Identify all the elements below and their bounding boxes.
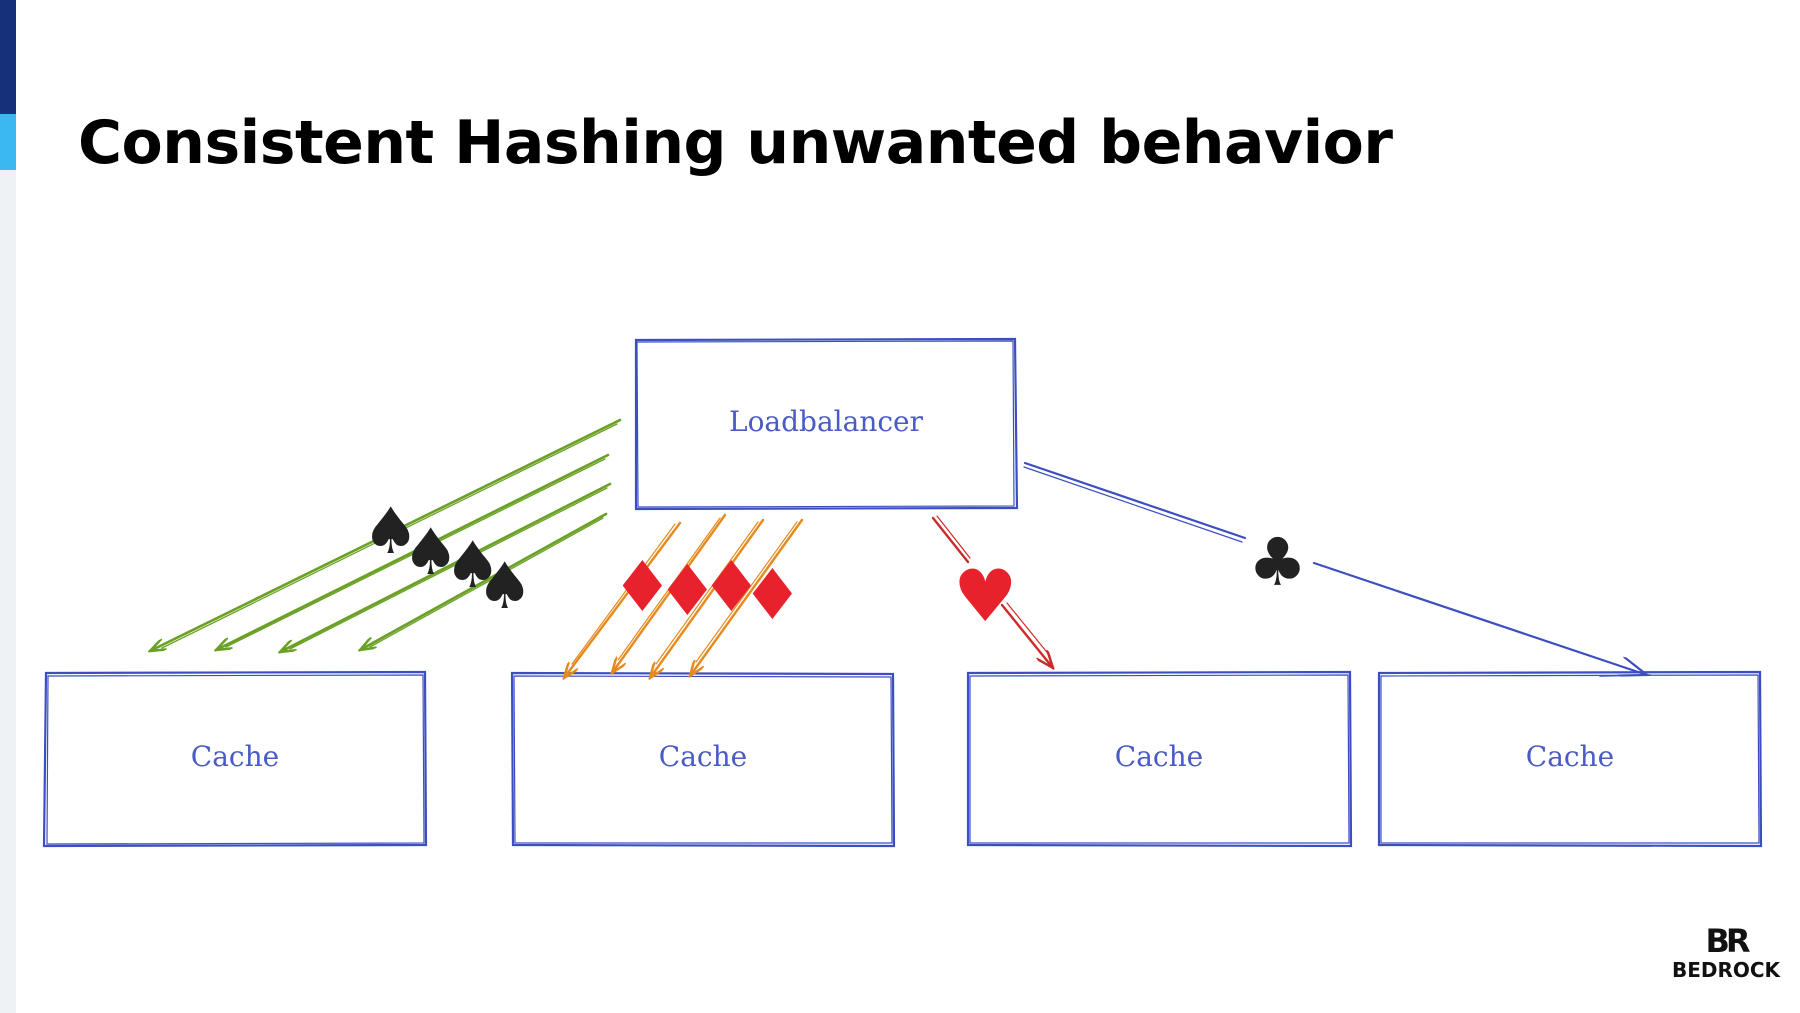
- diamond-icon: ♦: [741, 554, 804, 636]
- club-arrow: [1023, 461, 1651, 677]
- cache-box-3: [966, 670, 1353, 848]
- heart-icon: ♥: [953, 554, 1018, 638]
- club-icon: ♣: [1248, 524, 1307, 601]
- cache-label: Cache: [1114, 740, 1204, 773]
- spade-icon: ♠: [402, 516, 459, 590]
- diamond-arrows: [564, 513, 804, 678]
- logo-text: BEDROCK: [1671, 958, 1781, 982]
- diamond-icons: ♦ ♦ ♦ ♦: [611, 546, 804, 636]
- diamond-icon: ♦: [656, 550, 719, 632]
- spade-icons: ♠ ♠ ♠ ♠: [362, 495, 533, 624]
- heart-arrow: [931, 515, 1053, 668]
- spade-icon: ♠: [476, 550, 533, 624]
- logo-mark: BR: [1705, 922, 1750, 960]
- bedrock-logo: BR BEDROCK: [1668, 924, 1784, 982]
- accent-bar-light: [0, 114, 16, 170]
- loadbalancer-label: Loadbalancer: [728, 405, 923, 438]
- side-strip: [0, 0, 16, 1013]
- cache-label: Cache: [658, 740, 748, 773]
- spade-icon: ♠: [444, 529, 501, 603]
- spade-arrows: [150, 418, 622, 652]
- accent-bar-dark: [0, 0, 16, 114]
- cache-box-2: [510, 671, 896, 848]
- loadbalancer-box: [634, 337, 1019, 511]
- diamond-icon: ♦: [611, 546, 674, 628]
- cache-label: Cache: [190, 740, 280, 773]
- cache-box-1: [42, 670, 428, 848]
- spade-icon: ♠: [362, 495, 419, 569]
- diamond-icon: ♦: [700, 546, 763, 628]
- cache-label: Cache: [1525, 740, 1615, 773]
- slide-title: Consistent Hashing unwanted behavior: [78, 108, 1393, 178]
